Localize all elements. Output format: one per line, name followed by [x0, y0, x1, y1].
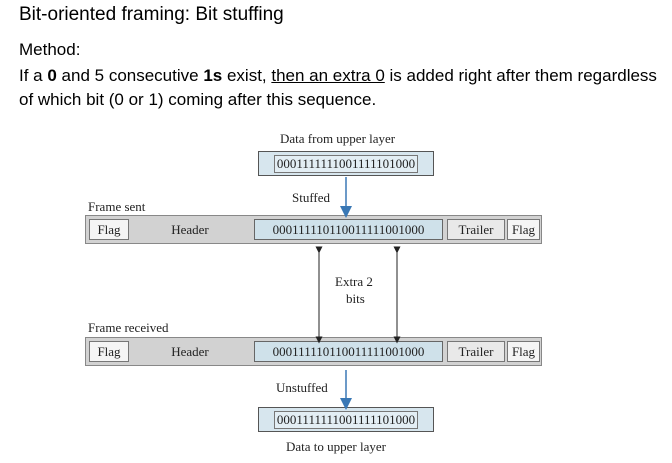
- unstuffed-label: Unstuffed: [276, 380, 328, 395]
- extra-bits-label-line2: bits: [346, 291, 365, 306]
- data-to-upper-layer-label: Data to upper layer: [286, 439, 386, 454]
- frame-sent-header: Header: [171, 221, 209, 237]
- frame-sent-flag-end: Flag: [507, 219, 540, 240]
- frame-sent-flag-start: Flag: [89, 219, 129, 240]
- frame-received-label: Frame received: [88, 320, 169, 335]
- rule-part4: is added right after them regardless of …: [19, 66, 657, 109]
- rule-zero: 0: [47, 66, 57, 85]
- frame-sent-label: Frame sent: [88, 199, 146, 214]
- frame-sent-payload: 000111110110011111001000: [254, 219, 443, 240]
- input-bits: 0001111111001111101000: [273, 154, 419, 173]
- frame-sent-trailer: Trailer: [447, 219, 505, 240]
- frame-sent: Flag Header 000111110110011111001000 Tra…: [85, 215, 542, 244]
- output-bits-box: 0001111111001111101000: [258, 407, 434, 432]
- frame-received-flag-end: Flag: [507, 341, 540, 362]
- rule-text: If a 0 and 5 consecutive 1s exist, then …: [19, 64, 659, 112]
- stuffed-label: Stuffed: [292, 190, 331, 205]
- data-from-upper-layer-label: Data from upper layer: [280, 131, 396, 146]
- rule-part1: If a: [19, 66, 48, 85]
- frame-received-payload: 000111110110011111001000: [254, 341, 443, 362]
- rule-ones: 1s: [203, 66, 223, 85]
- rule-part3: exist,: [222, 66, 272, 85]
- frame-received: Flag Header 000111110110011111001000 Tra…: [85, 337, 542, 366]
- frame-received-flag-start: Flag: [89, 341, 129, 362]
- extra-bits-label-line1: Extra 2: [335, 274, 373, 289]
- frame-received-trailer: Trailer: [447, 341, 505, 362]
- rule-part2: and 5 consecutive: [56, 66, 204, 85]
- input-bits-box: 0001111111001111101000: [258, 151, 434, 176]
- output-bits: 0001111111001111101000: [273, 410, 419, 429]
- rule-underlined: then an extra 0: [271, 66, 385, 85]
- frame-received-header: Header: [171, 343, 209, 359]
- slide-title: Bit-oriented framing: Bit stuffing: [19, 4, 284, 25]
- method-label: Method:: [19, 40, 81, 59]
